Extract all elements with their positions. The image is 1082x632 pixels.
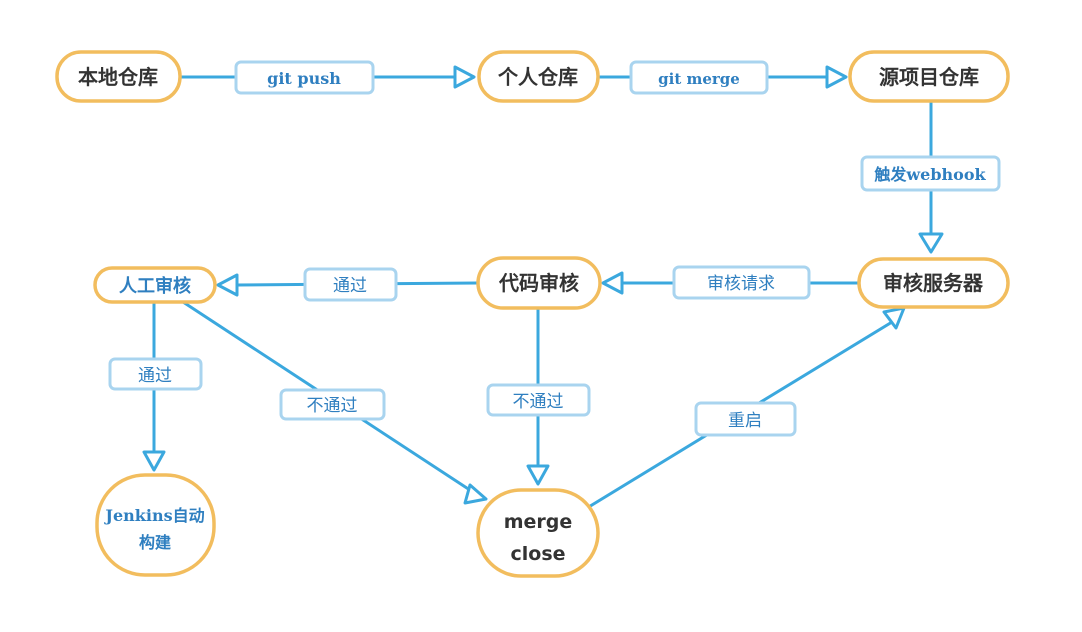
arrow-head-icon: [526, 464, 550, 486]
edge-label-review-request: 审核请求: [672, 265, 811, 300]
edge-label-fail-manual-review: 不通过: [279, 388, 386, 421]
arrow-head-icon: [825, 65, 848, 89]
arrow-head-icon: [453, 65, 476, 89]
node-jenkins-build-text-line1: Jenkins自动: [103, 506, 204, 525]
node-source-repo-text: 源项目仓库: [879, 65, 979, 89]
arrow-head-icon: [463, 483, 488, 505]
edge-label-git-push-text: git push: [267, 69, 341, 88]
edge-label-fail-code-review-text: 不通过: [513, 392, 564, 412]
edge-label-pass-code-review-text: 通过: [333, 276, 367, 296]
arrow-head-icon: [216, 273, 239, 297]
node-local-repo: 本地仓库: [55, 50, 182, 103]
arrow-head-icon: [882, 306, 906, 330]
node-merge-close: merge close: [476, 488, 600, 578]
node-personal-repo-text: 个人仓库: [497, 65, 578, 89]
edge-label-git-push: git push: [234, 60, 375, 95]
node-jenkins-build: Jenkins自动 构建: [95, 473, 216, 577]
node-personal-repo: 个人仓库: [477, 50, 600, 103]
node-merge-close-text-line1: merge: [504, 511, 573, 533]
node-manual-review-text: 人工审核: [119, 275, 191, 297]
edge-label-restart-text: 重启: [728, 411, 762, 431]
arrow-heads: [142, 65, 944, 505]
edge-label-pass-code-review: 通过: [303, 267, 398, 302]
edge-label-trigger-webhook-text: 触发webhook: [873, 165, 986, 184]
node-source-repo: 源项目仓库: [848, 50, 1010, 103]
edge-label-pass-manual-review: 通过: [108, 357, 203, 391]
node-code-review-text: 代码审核: [498, 271, 579, 295]
edge-label-pass-manual-review-text: 通过: [138, 366, 172, 386]
edge-label-trigger-webhook: 触发webhook: [860, 155, 1001, 192]
edge-label-review-request-text: 审核请求: [707, 274, 775, 294]
node-manual-review: 人工审核: [93, 266, 217, 304]
nodes: 本地仓库 个人仓库 源项目仓库 审核服务器 代码审核 人工审核 Jenkins自…: [55, 50, 1010, 578]
edge-label-git-merge: git merge: [629, 60, 769, 95]
node-merge-close-text-line2: close: [510, 543, 565, 565]
arrow-head-icon: [142, 450, 166, 472]
arrow-head-icon: [918, 232, 944, 254]
node-review-server: 审核服务器: [857, 257, 1010, 309]
node-code-review: 代码审核: [476, 256, 602, 310]
arrow-head-icon: [601, 271, 624, 295]
edge-label-git-merge-text: git merge: [658, 70, 740, 88]
node-local-repo-text: 本地仓库: [78, 65, 158, 89]
edge-label-fail-manual-review-text: 不通过: [307, 396, 358, 416]
edge-label-fail-code-review: 不通过: [486, 383, 591, 417]
edge-labels: git push git merge 触发webhook 审核请求 通过 通过 …: [108, 60, 1001, 437]
node-jenkins-build-text-line2: 构建: [139, 533, 171, 552]
node-review-server-text: 审核服务器: [883, 271, 984, 295]
edge-label-restart: 重启: [694, 401, 797, 437]
